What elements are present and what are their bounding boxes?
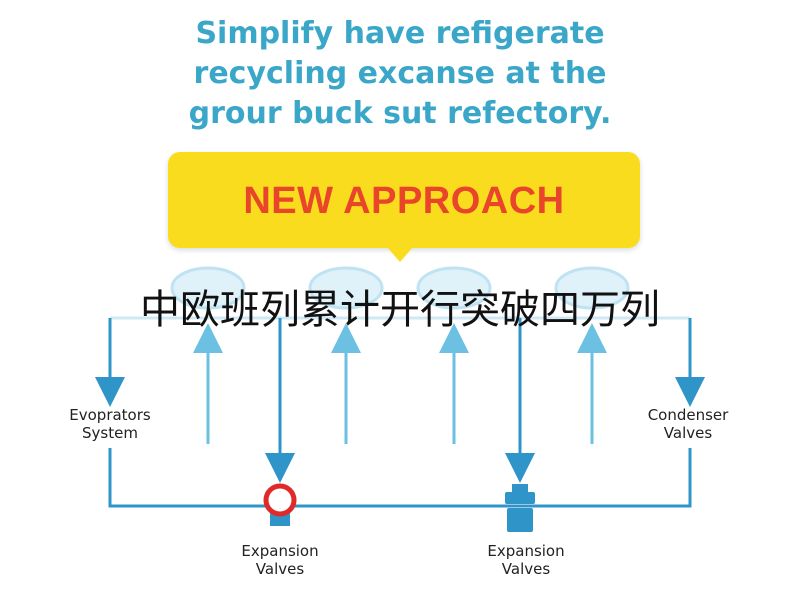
node-circle-3 bbox=[416, 266, 492, 310]
evaporators-label-line-2: System bbox=[82, 424, 138, 442]
condenser-label: Condenser Valves bbox=[626, 406, 750, 442]
headline-line-2: recycling excanse at the bbox=[193, 56, 607, 91]
overlay-caption: 中欧班列累计开行突破四万列 bbox=[140, 287, 660, 333]
expansion-right-label-line-2: Valves bbox=[501, 560, 551, 578]
headline: Simplify have refigerate recycling excan… bbox=[0, 14, 800, 134]
new-approach-banner: NEW APPROACH bbox=[168, 152, 640, 248]
ring-valve-icon bbox=[263, 483, 297, 526]
headline-line-3: grour buck sut refectory. bbox=[188, 96, 612, 131]
expansion-right-label: Expansion Valves bbox=[464, 542, 588, 578]
block-valve-icon bbox=[505, 484, 535, 532]
node-circle-1 bbox=[170, 266, 246, 310]
banner-pointer bbox=[386, 246, 414, 262]
evaporators-label-line-1: Evoprators bbox=[69, 406, 151, 424]
condenser-label-line-1: Condenser bbox=[647, 406, 729, 424]
expansion-left-label: Expansion Valves bbox=[218, 542, 342, 578]
condenser-label-line-2: Valves bbox=[663, 424, 713, 442]
node-circle-4 bbox=[554, 266, 630, 310]
headline-line-1: Simplify have refigerate bbox=[195, 16, 605, 51]
evaporators-label: Evoprators System bbox=[48, 406, 172, 442]
pipe-bottom-loop bbox=[108, 448, 692, 508]
expansion-left-label-line-2: Valves bbox=[255, 560, 305, 578]
node-circle-2 bbox=[308, 266, 384, 310]
expansion-right-label-line-1: Expansion bbox=[487, 542, 565, 560]
expansion-left-label-line-1: Expansion bbox=[241, 542, 319, 560]
banner-text: NEW APPROACH bbox=[243, 180, 565, 222]
